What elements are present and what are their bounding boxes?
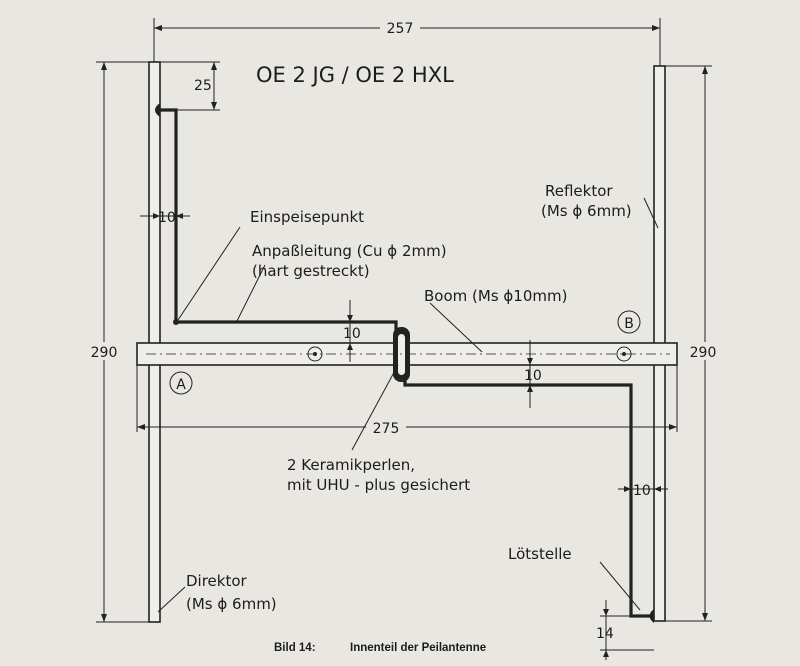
- feed-point-dot: [173, 319, 179, 325]
- matching-line-left: [160, 108, 398, 342]
- matching-line-label-line2: (hart gestreckt): [252, 262, 370, 280]
- solder-joint: [649, 609, 654, 623]
- left-height-value: 290: [91, 345, 118, 361]
- stub-height-value: 25: [194, 78, 212, 94]
- reflector-label-line2: (Ms ϕ 6mm): [541, 202, 632, 220]
- solder-offset-value: 14: [596, 626, 614, 642]
- director-leader: [157, 586, 186, 613]
- boom-leader: [429, 302, 483, 353]
- right-gap-value: 10: [633, 483, 651, 499]
- left-gap-value: 10: [158, 210, 176, 226]
- ceramic-label-line1: 2 Keramikperlen,: [287, 456, 415, 474]
- right-height-value: 290: [690, 345, 717, 361]
- boom-upper-gap-value: 10: [343, 326, 361, 342]
- marker-b: B: [624, 316, 634, 332]
- ceramic-bead-inner: [398, 334, 405, 375]
- ceramic-label-line2: mit UHU - plus gesichert: [287, 476, 470, 494]
- top-width-value: 257: [387, 21, 414, 37]
- feed-point-label: Einspeisepunkt: [250, 208, 364, 226]
- boom-label: Boom (Ms ϕ10mm): [424, 287, 567, 305]
- marker-a-circle: [169, 371, 193, 395]
- director-rod: [148, 61, 161, 623]
- director-label-line1: Direktor: [186, 572, 248, 590]
- director-label-line2: (Ms ϕ 6mm): [186, 595, 277, 613]
- figure-caption: Innenteil der Peilantenne: [350, 642, 486, 654]
- boom-lower-gap-value: 10: [524, 368, 542, 384]
- mid-width-value: 275: [373, 421, 400, 437]
- matching-line-label-line1: Anpaßleitung (Cu ϕ 2mm): [252, 242, 447, 260]
- reflector-label-line1: Reflektor: [545, 182, 613, 200]
- ceramic-leader: [351, 364, 399, 451]
- reflector-leader: [643, 197, 659, 229]
- marker-b-circle: [617, 310, 641, 334]
- matching-line-leader: [236, 264, 266, 322]
- solder-leader: [599, 561, 641, 611]
- feed-solder-top: [155, 103, 160, 117]
- figure-number: Bild 14:: [274, 642, 316, 654]
- marker-a: A: [176, 377, 186, 393]
- feed-point-leader: [177, 226, 241, 321]
- solder-joint-label: Lötstelle: [508, 545, 572, 563]
- drawing-title: OE 2 JG / OE 2 HXL: [256, 63, 454, 87]
